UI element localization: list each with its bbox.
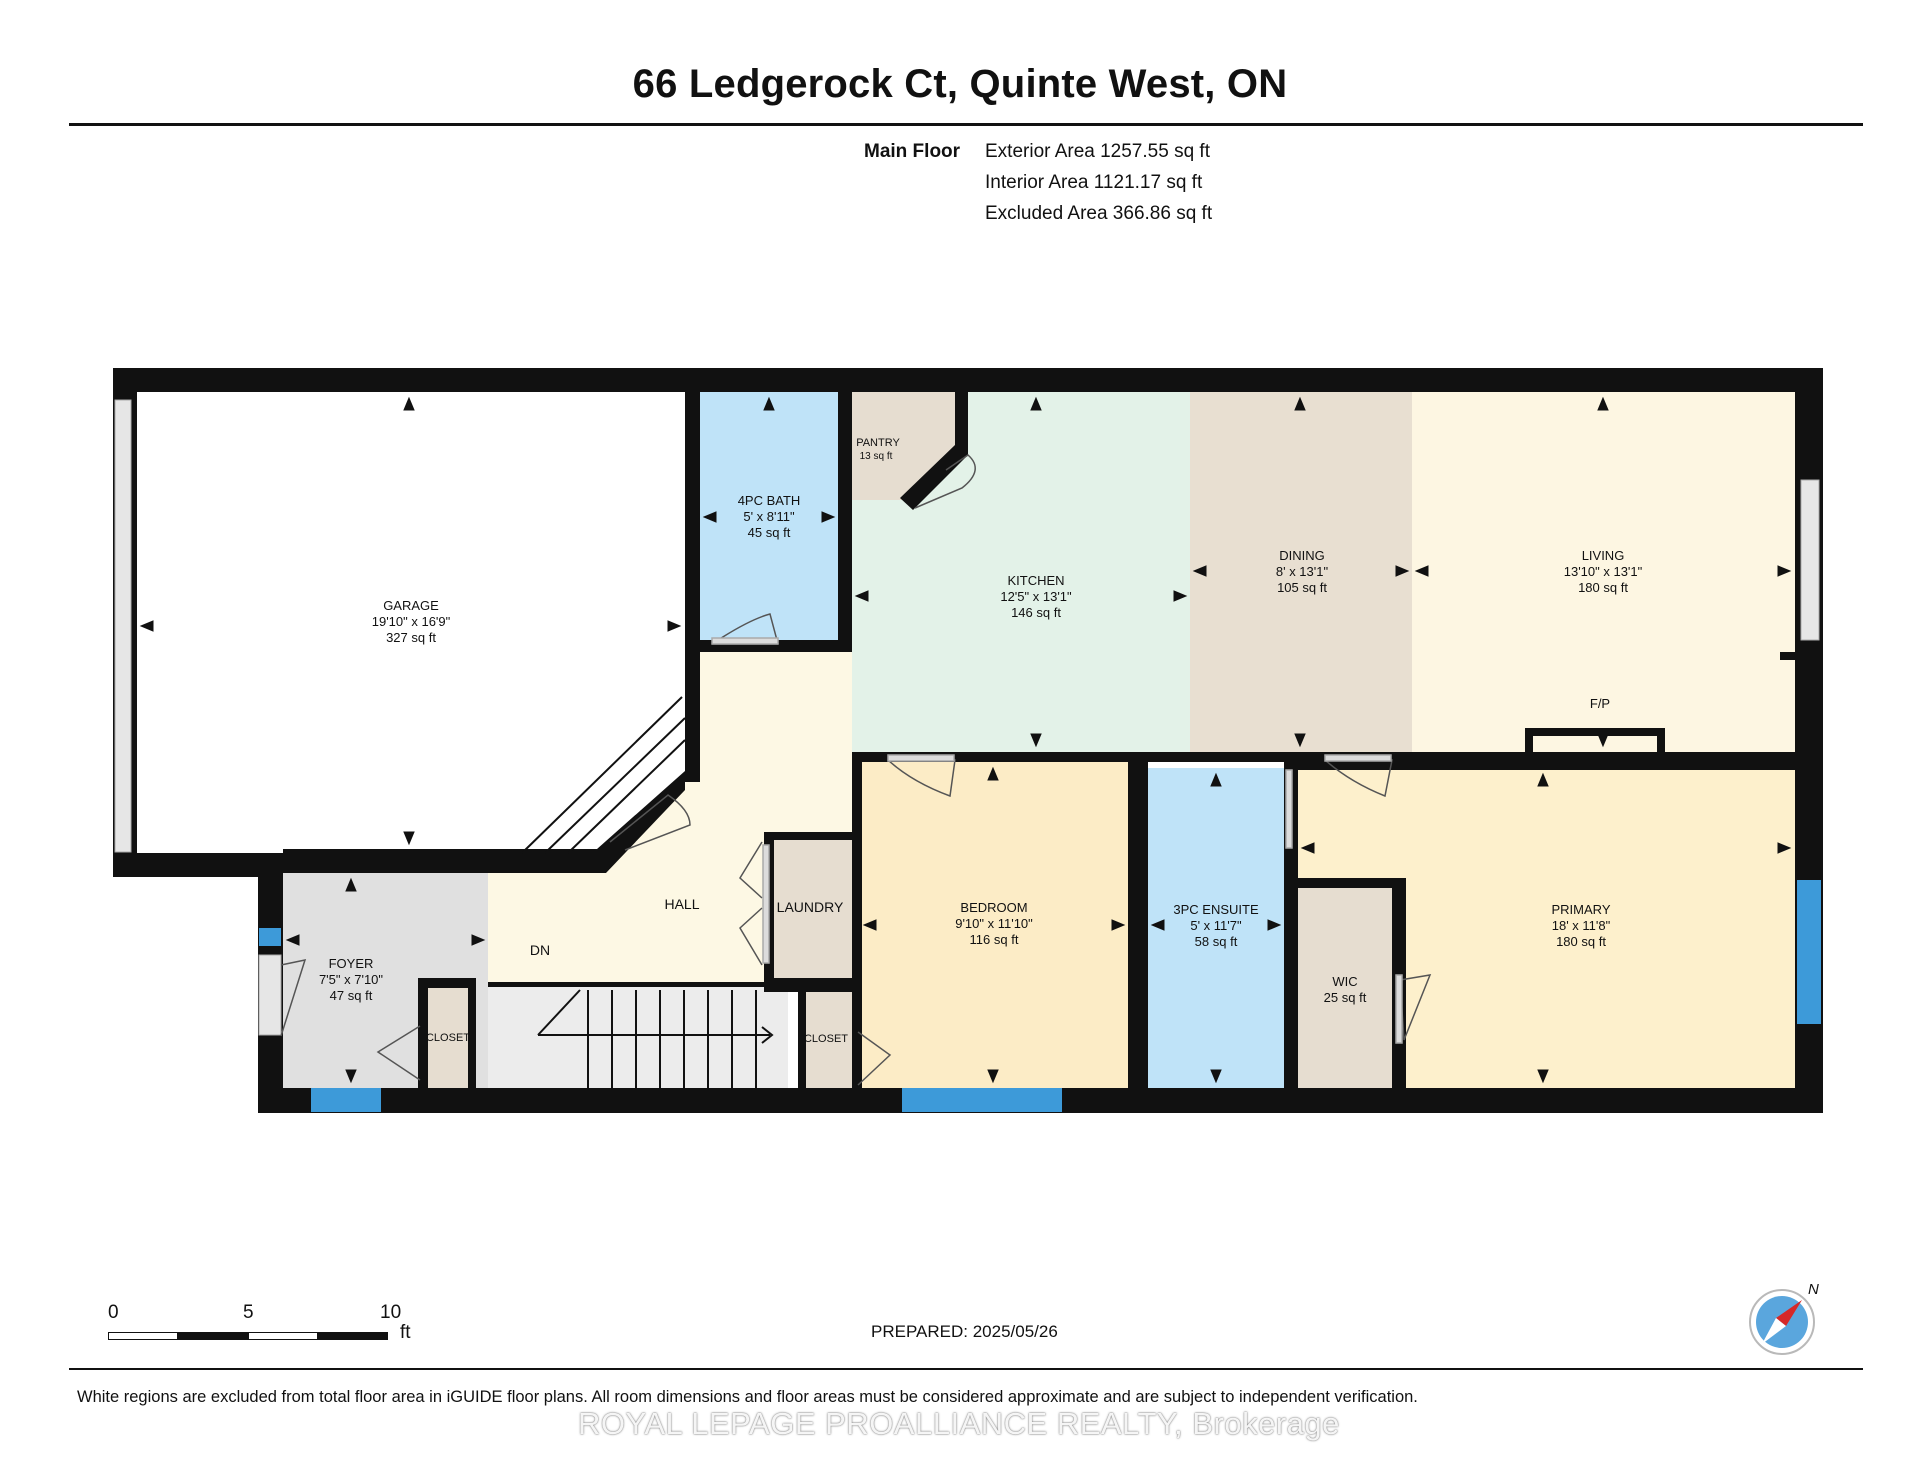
excluded-area: Excluded Area 366.86 sq ft [985, 203, 1213, 224]
closet1-room[interactable] [424, 987, 474, 1088]
primary-room[interactable] [1298, 768, 1795, 1088]
bedroom-room[interactable] [860, 762, 1128, 1088]
laundry-room[interactable] [768, 838, 852, 982]
laundry-label: LAUNDRY [777, 899, 844, 915]
living-room[interactable] [1412, 392, 1795, 752]
compass-icon: N [1749, 1281, 1819, 1355]
primary-window [1797, 880, 1821, 1024]
primary-area: 180 sq ft [1556, 934, 1606, 949]
fireplace-label: F/P [1590, 696, 1610, 711]
living-dims: 13'10" x 13'1" [1564, 564, 1643, 579]
scale-segment-1 [108, 1332, 178, 1340]
ensuite-name: 3PC ENSUITE [1173, 902, 1259, 917]
ensuite-area: 58 sq ft [1195, 934, 1238, 949]
pantry-area: 13 sq ft [860, 451, 893, 462]
closet2-label: CLOSET [804, 1033, 848, 1045]
dining-name: DINING [1279, 548, 1325, 563]
windows [114, 399, 1821, 1112]
scale-segment-2 [178, 1332, 248, 1340]
dining-dims: 8' x 13'1" [1276, 564, 1329, 579]
scale-label-0: 0 [108, 1302, 119, 1323]
stairs-area [488, 987, 788, 1088]
ensuite-room[interactable] [1148, 768, 1284, 1088]
foyer-area: 47 sq ft [330, 988, 373, 1003]
dining-area: 105 sq ft [1277, 580, 1327, 595]
room-labels: GARAGE 19'10" x 16'9" 327 sq ft 4PC BATH… [319, 437, 1643, 1045]
closet2-room[interactable] [802, 992, 852, 1088]
scale-label-5: 5 [243, 1302, 254, 1323]
scale-segment-4 [318, 1332, 388, 1340]
wic-area: 25 sq ft [1324, 990, 1367, 1005]
garage-area: 327 sq ft [386, 630, 436, 645]
scale-unit: ft [400, 1322, 411, 1343]
watermark-text: ROYAL LEPAGE PROALLIANCE REALTY, Brokera… [578, 1406, 1340, 1441]
foyer-window [311, 1088, 381, 1112]
wic-name: WIC [1332, 974, 1357, 989]
bath4-area: 45 sq ft [748, 525, 791, 540]
dimension-arrows [139, 396, 1792, 1084]
primary-name: PRIMARY [1552, 902, 1611, 917]
bedroom-window [902, 1088, 1062, 1112]
wic-room[interactable] [1298, 884, 1392, 1088]
kitchen-name: KITCHEN [1007, 573, 1064, 588]
scale-label-10: 10 [380, 1302, 402, 1323]
bedroom-dims: 9'10" x 11'10" [955, 916, 1033, 931]
living-window [1800, 479, 1820, 641]
foyer-name: FOYER [329, 956, 374, 971]
garage-name: GARAGE [383, 598, 439, 613]
room-fills [137, 392, 1795, 1088]
stairs-label: DN [530, 942, 550, 958]
hall-room[interactable] [488, 652, 852, 982]
hall-label: HALL [664, 896, 699, 912]
closet1-label: CLOSET [426, 1032, 470, 1044]
bath4-dims: 5' x 8'11" [743, 509, 795, 524]
exterior-area: Exterior Area 1257.55 sq ft [985, 141, 1210, 162]
prepared-date: PREPARED: 2025/05/26 [871, 1322, 1058, 1341]
garage-dims: 19'10" x 16'9" [372, 614, 451, 629]
stair-lines [521, 696, 774, 1088]
living-area: 180 sq ft [1578, 580, 1628, 595]
footer-divider [69, 1368, 1863, 1370]
scale-segment-3 [248, 1332, 318, 1340]
bedroom-area: 116 sq ft [970, 932, 1019, 947]
foyer-dims: 7'5" x 7'10" [319, 972, 383, 987]
dining-room[interactable] [1190, 392, 1412, 752]
page-title: 66 Ledgerock Ct, Quinte West, ON [632, 62, 1288, 106]
kitchen-dims: 12'5" x 13'1" [1000, 589, 1072, 604]
living-name: LIVING [1582, 548, 1625, 563]
garage-room[interactable] [137, 392, 685, 849]
foyer-door-opening [258, 954, 282, 1036]
title-divider [69, 123, 1863, 126]
bedroom-name: BEDROOM [960, 900, 1027, 915]
foyer-side-window [259, 928, 281, 946]
pantry-name: PANTRY [856, 437, 900, 449]
doors [280, 454, 1432, 1086]
floor-name: Main Floor [864, 141, 961, 162]
bath4-name: 4PC BATH [738, 493, 801, 508]
primary-dims: 18' x 11'8" [1552, 918, 1611, 933]
ensuite-dims: 5' x 11'7" [1190, 918, 1242, 933]
garage-window [114, 399, 132, 853]
bath4-room[interactable] [700, 392, 838, 644]
compass-north-label: N [1808, 1281, 1819, 1298]
kitchen-area: 146 sq ft [1011, 605, 1061, 620]
area-summary: Exterior Area 1257.55 sq ft Interior Are… [985, 136, 1212, 229]
disclaimer-text: White regions are excluded from total fl… [77, 1388, 1418, 1406]
interior-area: Interior Area 1121.17 sq ft [985, 172, 1203, 193]
